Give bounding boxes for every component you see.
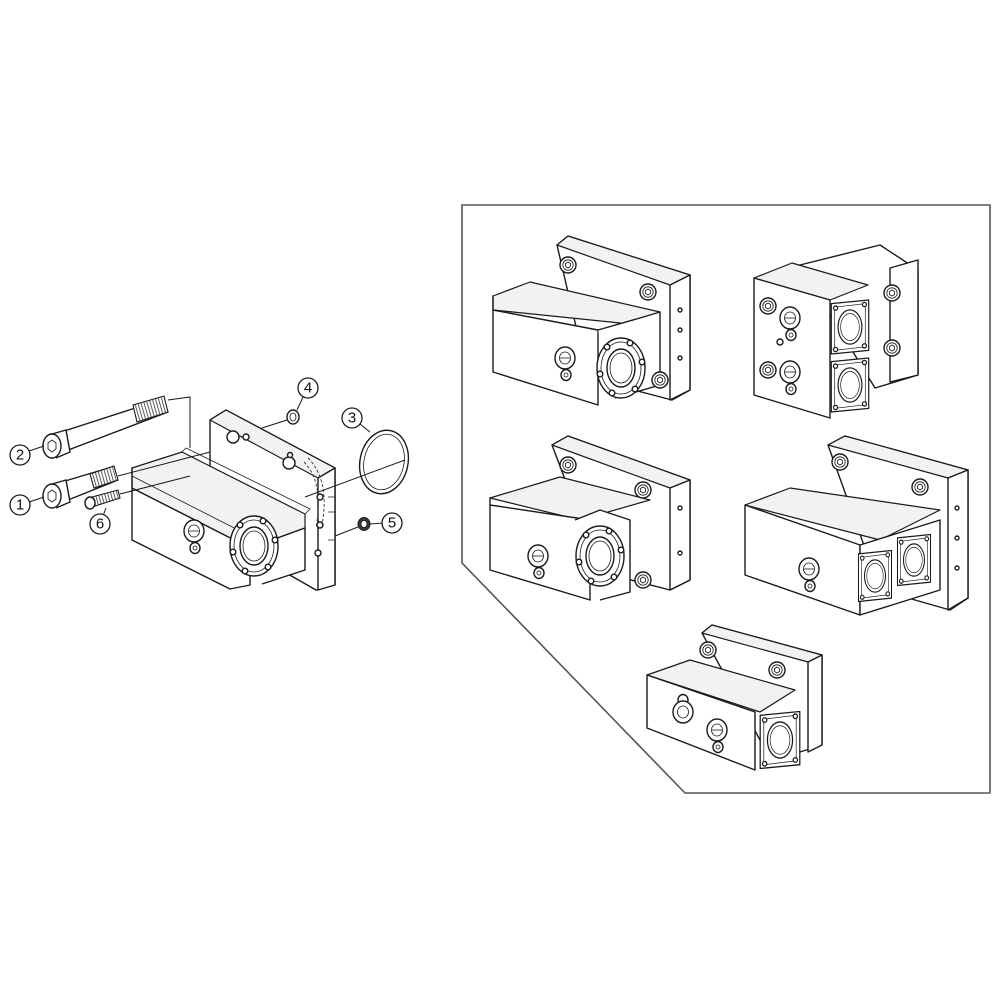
main-housing [131, 447, 311, 590]
svg-text:4: 4 [304, 380, 312, 397]
variant-3 [489, 435, 691, 601]
o-ring-3 [358, 429, 410, 495]
variant-5 [646, 624, 823, 771]
screw-2 [42, 395, 169, 459]
variants-panel-border [461, 204, 991, 794]
callout-4: 4 [297, 377, 319, 399]
round-flange-icon [229, 515, 279, 577]
o-ring-4 [286, 409, 300, 425]
callout-6: 6 [89, 513, 111, 535]
callout-5: 5 [381, 512, 403, 534]
svg-text:6: 6 [96, 516, 104, 533]
variant-1 [492, 235, 691, 406]
callout-3: 3 [341, 407, 363, 429]
svg-text:1: 1 [16, 497, 24, 514]
callout-2: 2 [9, 444, 31, 466]
svg-text:2: 2 [16, 447, 24, 464]
main-assembly [25, 394, 410, 591]
variant-2 [753, 244, 919, 419]
callout-1: 1 [9, 494, 31, 516]
screw-6 [84, 489, 121, 510]
variant-4 [744, 435, 969, 616]
svg-text:3: 3 [348, 410, 356, 427]
svg-text:5: 5 [388, 515, 396, 532]
screw-1 [42, 465, 119, 509]
